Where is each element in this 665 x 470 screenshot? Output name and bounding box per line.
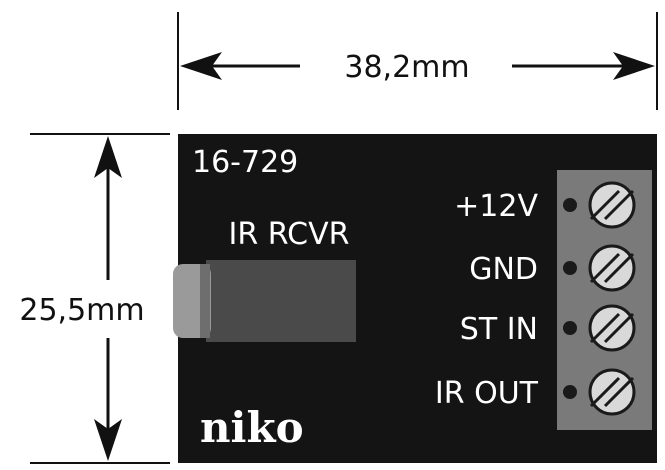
jack-body <box>206 260 356 342</box>
screw-slot <box>603 189 635 221</box>
arrowhead-up-icon <box>94 136 122 178</box>
screw-slot <box>589 376 621 408</box>
jack-collar <box>200 264 210 338</box>
terminal-screw-icon <box>588 368 636 416</box>
screw-slot <box>603 252 635 284</box>
brand-logo: niko <box>200 403 304 452</box>
width-label: 38,2mm <box>344 50 469 85</box>
terminal-label: GND <box>469 252 538 287</box>
arrowhead-right-icon <box>613 52 655 80</box>
screw-slot <box>589 189 621 221</box>
screw-slot <box>603 312 635 344</box>
height-dimension: 25,5mm <box>19 133 170 464</box>
terminal-pin-dot <box>563 261 577 275</box>
terminal-screw-icon <box>588 181 636 229</box>
jack-connector-icon <box>173 260 356 342</box>
screw-slot <box>603 376 635 408</box>
terminal-screw-icon <box>588 244 636 292</box>
terminal-screw-icon <box>588 304 636 352</box>
width-dimension: 38,2mm <box>177 12 658 110</box>
terminal-pin-dot <box>563 385 577 399</box>
terminal-label: ST IN <box>460 312 538 347</box>
screw-slot <box>589 252 621 284</box>
height-label: 25,5mm <box>19 293 144 328</box>
terminal-label: +12V <box>454 189 538 224</box>
terminal-list: +12V GND ST IN IR OUT <box>435 181 636 416</box>
terminal-pin-dot <box>563 321 577 335</box>
part-number: 16-729 <box>192 145 298 180</box>
screw-slot <box>589 312 621 344</box>
arrowhead-down-icon <box>94 419 122 461</box>
terminal-label: IR OUT <box>435 376 539 411</box>
terminal-pin-dot <box>563 198 577 212</box>
arrowhead-left-icon <box>180 52 222 80</box>
ir-receiver-module: 16-729 IR RCVR +12V GND ST IN IR OUT niko <box>173 134 657 463</box>
module-name: IR RCVR <box>229 217 350 252</box>
